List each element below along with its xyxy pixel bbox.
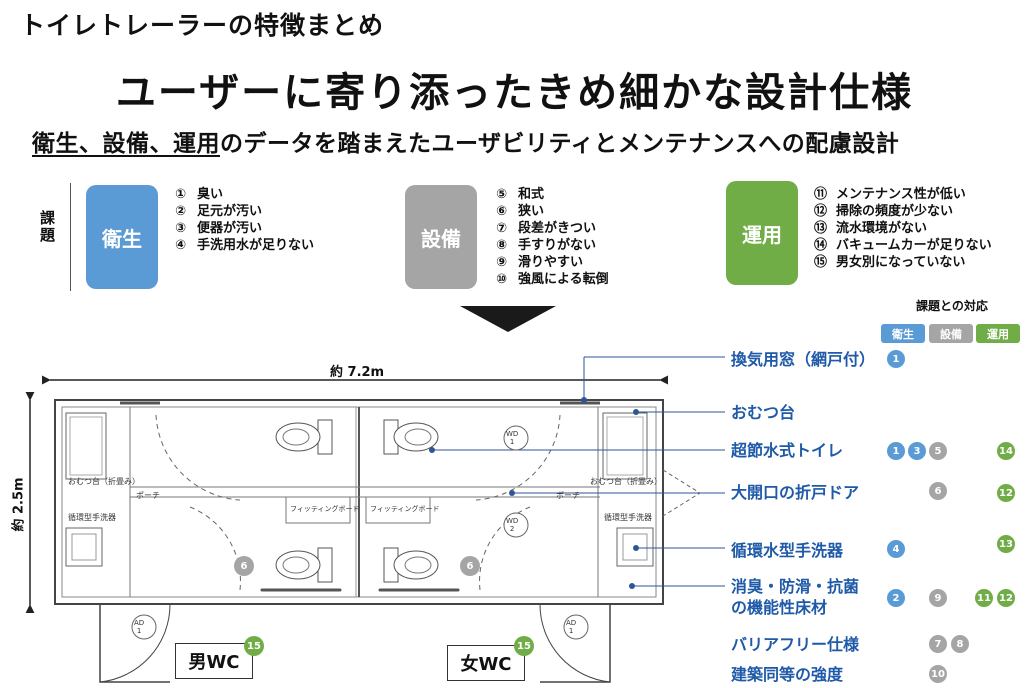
floor-plan — [25, 356, 725, 683]
category-operation-box: 運用 — [726, 181, 798, 285]
feature-badge: 12 — [997, 589, 1015, 607]
feature-badge: 7 — [929, 635, 947, 653]
feature-badge: 5 — [929, 442, 947, 460]
board-label-left: フィッティングボード — [290, 505, 360, 513]
width-dimension: 約 7.2m — [330, 365, 385, 380]
sink-label-left: 循環型手洗器 — [68, 513, 116, 522]
feature-building-strength: 建築同等の強度 — [731, 665, 844, 684]
feature-barrier-free: バリアフリー仕様 — [731, 635, 860, 654]
feature-badge: 14 — [997, 442, 1015, 460]
feature-badge: 3 — [908, 442, 926, 460]
feature-badge: 12 — [997, 484, 1015, 502]
female-wc-badge: 15 — [514, 636, 534, 656]
legend-tag-equipment: 設備 — [929, 324, 973, 343]
feature-circulating-sink: 循環水型手洗器 — [731, 541, 844, 560]
omutsu-label-right: おむつ台（折畳み） — [590, 477, 662, 486]
main-title: ユーザーに寄り添ったきめ細かな設計仕様 — [115, 70, 914, 116]
feature-badge: 13 — [997, 535, 1015, 553]
category-hygiene-label: 衛生 — [102, 226, 142, 251]
plan-badge-6-left: 6 — [234, 556, 254, 576]
omutsu-label-left: おむつ台（折畳み） — [68, 477, 140, 486]
feature-badge: 8 — [951, 635, 969, 653]
female-wc-label: 女WC — [447, 645, 525, 681]
feature-omutsu-table: おむつ台 — [731, 403, 796, 422]
wd2-label: WD 2 — [506, 517, 519, 533]
feature-folding-door: 大開口の折戸ドア — [731, 483, 860, 502]
feature-ventilation-window: 換気用窓（網戸付） — [731, 350, 876, 369]
porch-label-right: ポーチ — [556, 491, 580, 500]
board-label-right: フィッティングボード — [370, 505, 440, 513]
feature-badge: 10 — [929, 665, 947, 683]
feature-badge: 4 — [887, 540, 905, 558]
category-equipment-label: 設備 — [421, 226, 461, 251]
category-operation-label: 運用 — [742, 222, 782, 247]
male-wc-label: 男WC — [175, 643, 253, 679]
height-dimension: 約 2.5m — [11, 477, 27, 532]
feature-badge: 1 — [887, 442, 905, 460]
ad1-label-right: AD 1 — [566, 619, 577, 635]
legend-title: 課題との対応 — [916, 299, 988, 313]
legend-tag-hygiene: 衛生 — [881, 324, 925, 343]
male-wc-badge: 15 — [244, 636, 264, 656]
feature-water-saving-toilet: 超節水式トイレ — [731, 441, 844, 460]
sink-label-right: 循環型手洗器 — [604, 513, 652, 522]
plan-badge-6-right: 6 — [460, 556, 480, 576]
porch-label-left: ポーチ — [136, 491, 160, 500]
divider — [70, 183, 71, 291]
wd1-label: WD 1 — [506, 430, 519, 446]
issue-label: 課題 — [40, 209, 56, 244]
subtitle: 衛生、設備、運用のデータを踏まえたユーザビリティとメンテナンスへの配慮設計 — [32, 124, 899, 158]
feature-badge: 9 — [929, 589, 947, 607]
feature-badge: 6 — [929, 482, 947, 500]
ad1-label-left: AD 1 — [134, 619, 145, 635]
feature-badge: 1 — [887, 350, 905, 368]
arrow-down-icon — [460, 306, 556, 332]
feature-badge: 11 — [975, 589, 993, 607]
feature-badge: 2 — [887, 589, 905, 607]
subtitle-rest: のデータを踏まえたユーザビリティとメンテナンスへの配慮設計 — [220, 131, 900, 157]
feature-functional-floor: 消臭・防滑・抗菌 の機能性床材 — [731, 577, 860, 617]
legend-tag-operation: 運用 — [976, 324, 1020, 343]
section-label: トイレトレーラーの特徴まとめ — [20, 11, 385, 40]
category-hygiene-box: 衛生 — [86, 185, 158, 289]
category-equipment-box: 設備 — [405, 185, 477, 289]
subtitle-emphasis: 衛生、設備、運用 — [32, 131, 220, 157]
